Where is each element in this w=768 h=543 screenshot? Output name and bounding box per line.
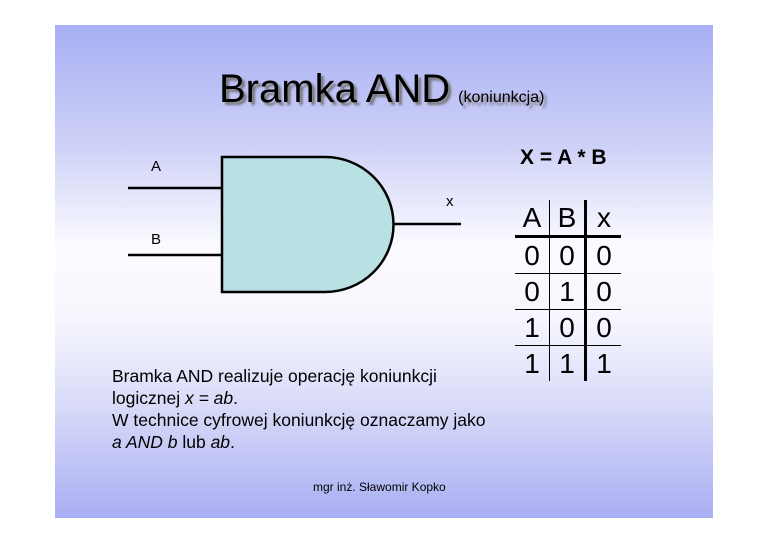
text: . bbox=[230, 432, 235, 452]
para-line: Bramka AND realizuje operację koniunkcji bbox=[112, 366, 437, 386]
slide-title: Bramka AND (koniunkcja) bbox=[219, 67, 544, 112]
cell: 0 bbox=[585, 236, 621, 274]
table-row: 1 1 1 bbox=[515, 345, 621, 381]
and-gate-diagram bbox=[128, 155, 461, 294]
para-line: a AND b lub ab. bbox=[112, 431, 532, 453]
table-row: 1 0 0 bbox=[515, 309, 621, 346]
table-row: 0 1 0 bbox=[515, 273, 621, 310]
slide: Bramka AND (koniunkcja) X = A * B A B x A… bbox=[55, 25, 713, 518]
title-main: Bramka AND bbox=[219, 67, 451, 111]
text: lub bbox=[177, 432, 211, 452]
input-b-label: B bbox=[151, 231, 162, 248]
formula: X = A * B bbox=[520, 146, 607, 169]
description-paragraph: Bramka AND realizuje operację koniunkcji… bbox=[112, 365, 532, 453]
cell: 1 bbox=[549, 345, 587, 381]
header-x: x bbox=[585, 200, 621, 238]
para-line: logicznej x = ab. bbox=[112, 387, 532, 409]
text: x = ab bbox=[184, 388, 234, 408]
para-line: W technice cyfrowej koniunkcję oznaczamy… bbox=[112, 410, 486, 430]
text: . bbox=[233, 388, 239, 408]
cell: 0 bbox=[585, 273, 621, 310]
text: ab bbox=[210, 432, 231, 452]
cell: 0 bbox=[515, 273, 550, 310]
cell: 0 bbox=[549, 236, 587, 274]
cell: 0 bbox=[515, 236, 550, 274]
truth-table: A B x 0 0 0 0 1 0 1 0 0 1 1 1 bbox=[515, 200, 621, 381]
output-label: x bbox=[446, 193, 454, 210]
cell: 1 bbox=[549, 273, 587, 310]
header-b: B bbox=[549, 200, 587, 238]
cell: 1 bbox=[515, 309, 550, 346]
text: a AND b bbox=[112, 432, 178, 452]
footer-author: mgr inż. Sławomir Kopko bbox=[313, 480, 446, 494]
table-row: 0 0 0 bbox=[515, 236, 621, 274]
cell: 0 bbox=[549, 309, 587, 346]
cell: 1 bbox=[596, 347, 612, 379]
title-sub: (koniunkcja) bbox=[458, 89, 545, 106]
table-header-row: A B x bbox=[515, 200, 621, 238]
cell: 0 bbox=[585, 309, 621, 346]
cell: 1 bbox=[515, 345, 550, 381]
input-a-label: A bbox=[151, 158, 162, 175]
and-gate-body bbox=[220, 155, 395, 294]
text: logicznej bbox=[112, 388, 185, 408]
header-a: A bbox=[515, 200, 550, 238]
